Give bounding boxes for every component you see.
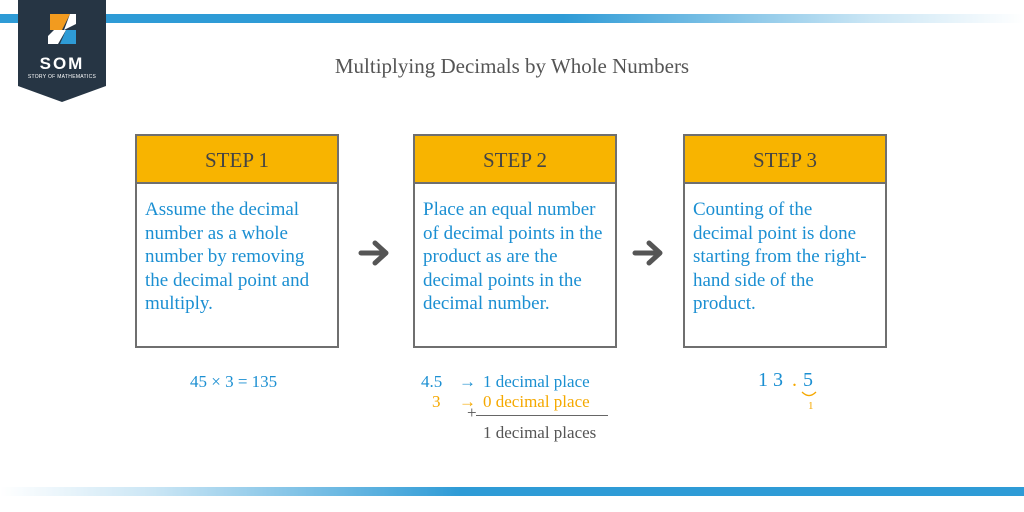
example-number-2: 3 <box>432 392 441 411</box>
example-total: 1 decimal places <box>483 423 597 442</box>
step-2-body: Place an equal number of decimal points … <box>423 199 603 314</box>
step-3-card: STEP 3 Counting of the decimal point is … <box>683 134 887 348</box>
page-title: Multiplying Decimals by Whole Numbers <box>334 54 690 78</box>
arrow-right-icon: → <box>459 372 476 391</box>
decimal-count: 1 <box>808 400 814 412</box>
arrow-right-icon <box>358 238 392 268</box>
decimal-point: . <box>792 369 797 391</box>
som-logo: SOM STORY OF MATHEMATICS <box>18 0 106 102</box>
arrow-right-icon: → <box>459 392 476 411</box>
example-places-1: 1 decimal place <box>483 372 590 391</box>
bottom-accent-band <box>0 487 1024 496</box>
logo-subtext: STORY OF MATHEMATICS <box>27 74 97 80</box>
sum-divider <box>476 415 608 416</box>
count-brace-icon <box>801 391 817 397</box>
step-2-card: STEP 2 Place an equal number of decimal … <box>413 134 617 348</box>
product-digits: 1 3 <box>758 369 783 391</box>
step-1-example: 45 × 3 = 135 <box>190 372 278 391</box>
example-number-1: 4.5 <box>421 372 443 391</box>
example-places-2: 0 decimal place <box>483 392 590 411</box>
step-1-card: STEP 1 Assume the decimal number as a wh… <box>135 134 339 348</box>
logo-text: SOM <box>39 54 85 73</box>
step-3-body: Counting of the decimal point is done st… <box>693 199 867 314</box>
product-last-digit: 5 <box>803 369 813 391</box>
step-2-heading: STEP 2 <box>415 136 615 184</box>
top-accent-band <box>0 14 1024 23</box>
plus-sign: + <box>467 403 477 422</box>
step-1-body: Assume the decimal number as a whole num… <box>145 199 310 314</box>
arrow-right-icon <box>632 238 666 268</box>
step-1-heading: STEP 1 <box>137 136 337 184</box>
step-3-heading: STEP 3 <box>685 136 885 184</box>
